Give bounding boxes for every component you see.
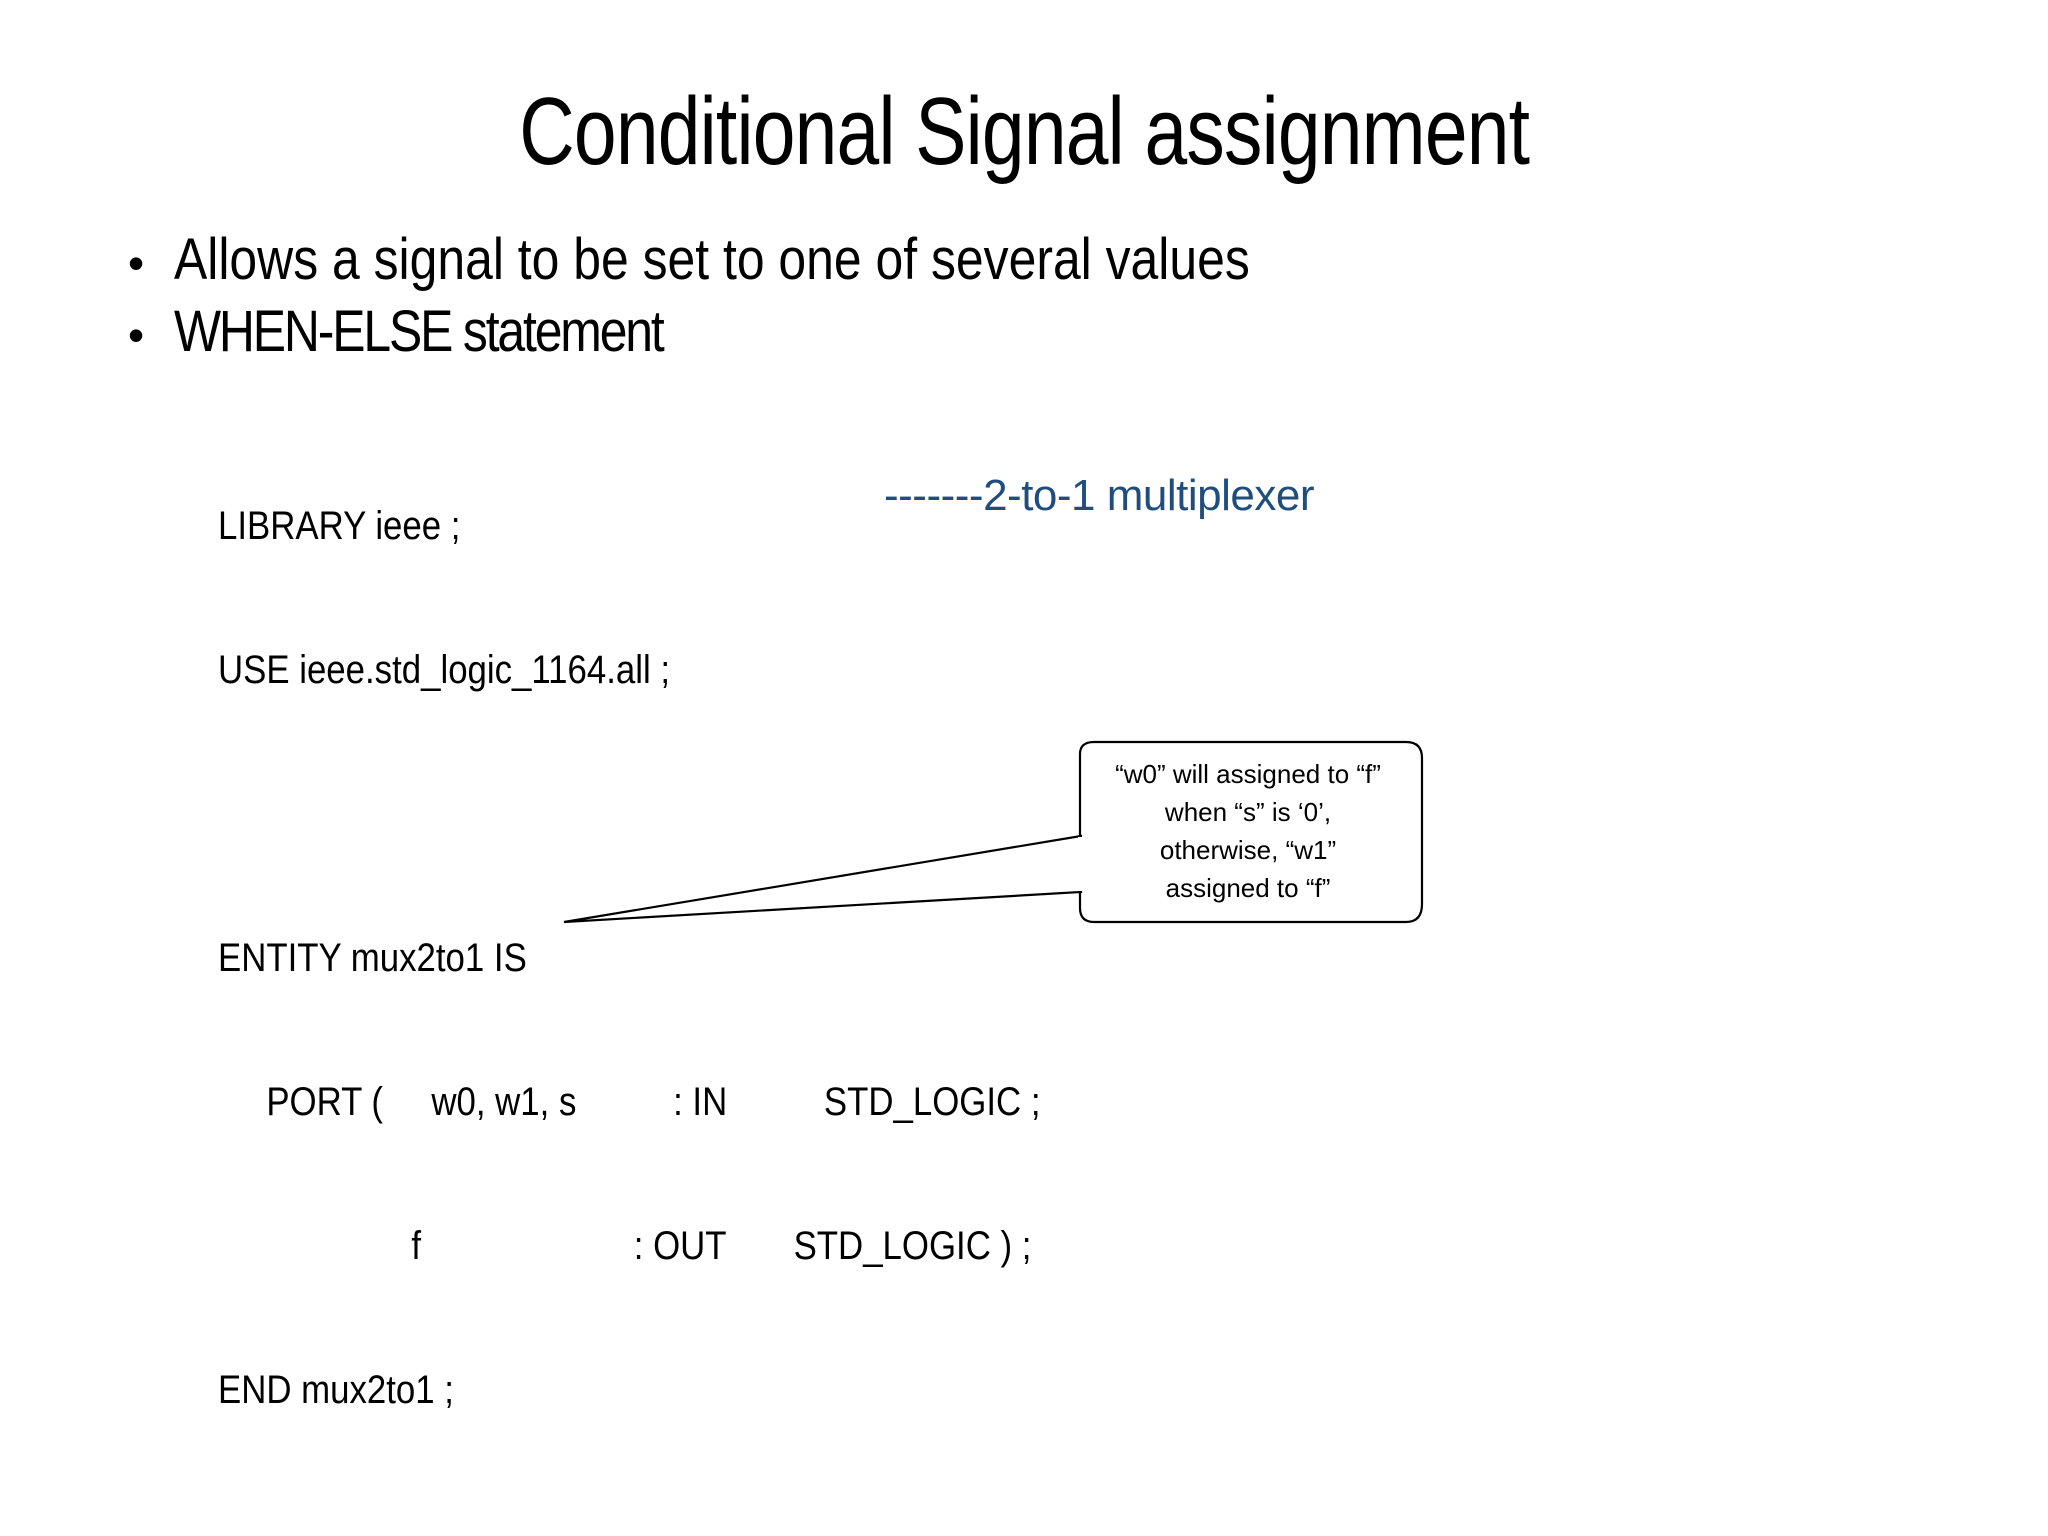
code-line: ENTITY mux2to1 IS — [218, 936, 527, 980]
code-line: PORT ( w0, w1, s : IN STD_LOGIC ; — [218, 1080, 1041, 1124]
code-line: f : OUT STD_LOGIC ) ; — [218, 1224, 1032, 1268]
callout-joint-mask — [1078, 837, 1084, 891]
code-line: USE ieee.std_logic_1164.all ; — [218, 648, 671, 692]
callout-balloon-shape — [563, 740, 1424, 924]
callout-line-1: “w0” will assigned to “f” — [1115, 759, 1381, 789]
code-line: LIBRARY ieee ; — [218, 504, 461, 548]
callout-text-block: “w0” will assigned to “f” when “s” is ‘0… — [1072, 755, 1424, 907]
callout-line-4: assigned to “f” — [1165, 873, 1331, 903]
code-line-blank — [218, 1510, 1418, 1536]
bullet-item-1: • Allows a signal to be set to one of se… — [128, 228, 1425, 292]
callout-pointer-tail — [563, 834, 1083, 924]
callout-line-3: otherwise, “w1” — [1159, 835, 1337, 865]
bullet-label-1: Allows a signal to be set to one of seve… — [174, 227, 1250, 292]
bullet-label-2: WHEN-ELSE statement — [174, 299, 665, 364]
page-title-text: Conditional Signal assignment — [519, 78, 1530, 185]
callout-body — [1078, 740, 1424, 924]
code-line: END mux2to1 ; — [218, 1368, 454, 1412]
bullet-marker-icon: • — [128, 309, 145, 361]
callout-line-2: when “s” is ‘0’, — [1164, 797, 1332, 827]
vhdl-code-block: LIBRARY ieee ; USE ieee.std_logic_1164.a… — [218, 406, 1418, 1536]
page-title: Conditional Signal assignment — [0, 78, 2048, 185]
comment-annotation-multiplexer: -------2-to-1 multiplexer — [884, 471, 1314, 520]
bullet-marker-icon: • — [128, 237, 145, 289]
bullet-item-2: • WHEN-ELSE statement — [128, 300, 742, 364]
